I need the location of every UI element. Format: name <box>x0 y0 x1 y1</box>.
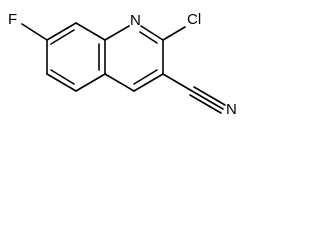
bond-cn-triple-3 <box>189 94 222 114</box>
atom-nitrile-nitrogen-label: N <box>226 101 237 118</box>
bond-c2-cl <box>162 26 186 41</box>
bond-cn-triple-1 <box>191 90 224 110</box>
bond-c7-f <box>21 23 48 41</box>
molecule-structure: F N Cl N <box>8 11 237 118</box>
bond-c4-c4a <box>104 73 135 92</box>
bond-cn-triple-2 <box>193 86 226 106</box>
bond-c5-c6-inner <box>50 69 75 85</box>
atom-chlorine-label: Cl <box>187 11 201 28</box>
bond-c7-c8 <box>46 22 77 41</box>
bond-c3-c4-inner <box>133 69 158 85</box>
bond-c3-c4 <box>133 73 164 92</box>
bond-n1-c2 <box>140 25 164 41</box>
atom-fluorine-label: F <box>8 11 17 28</box>
bond-c3-cn <box>162 73 193 92</box>
atom-ring-nitrogen-label: N <box>130 12 141 29</box>
bond-c5-c6 <box>46 73 77 92</box>
bond-c8-c8a <box>75 22 106 41</box>
bond-c7-c8-inner <box>50 29 75 45</box>
bond-c8a-n1 <box>104 25 130 41</box>
bond-n1-c2-inner <box>139 31 158 44</box>
bond-c4a-c5 <box>75 73 106 92</box>
